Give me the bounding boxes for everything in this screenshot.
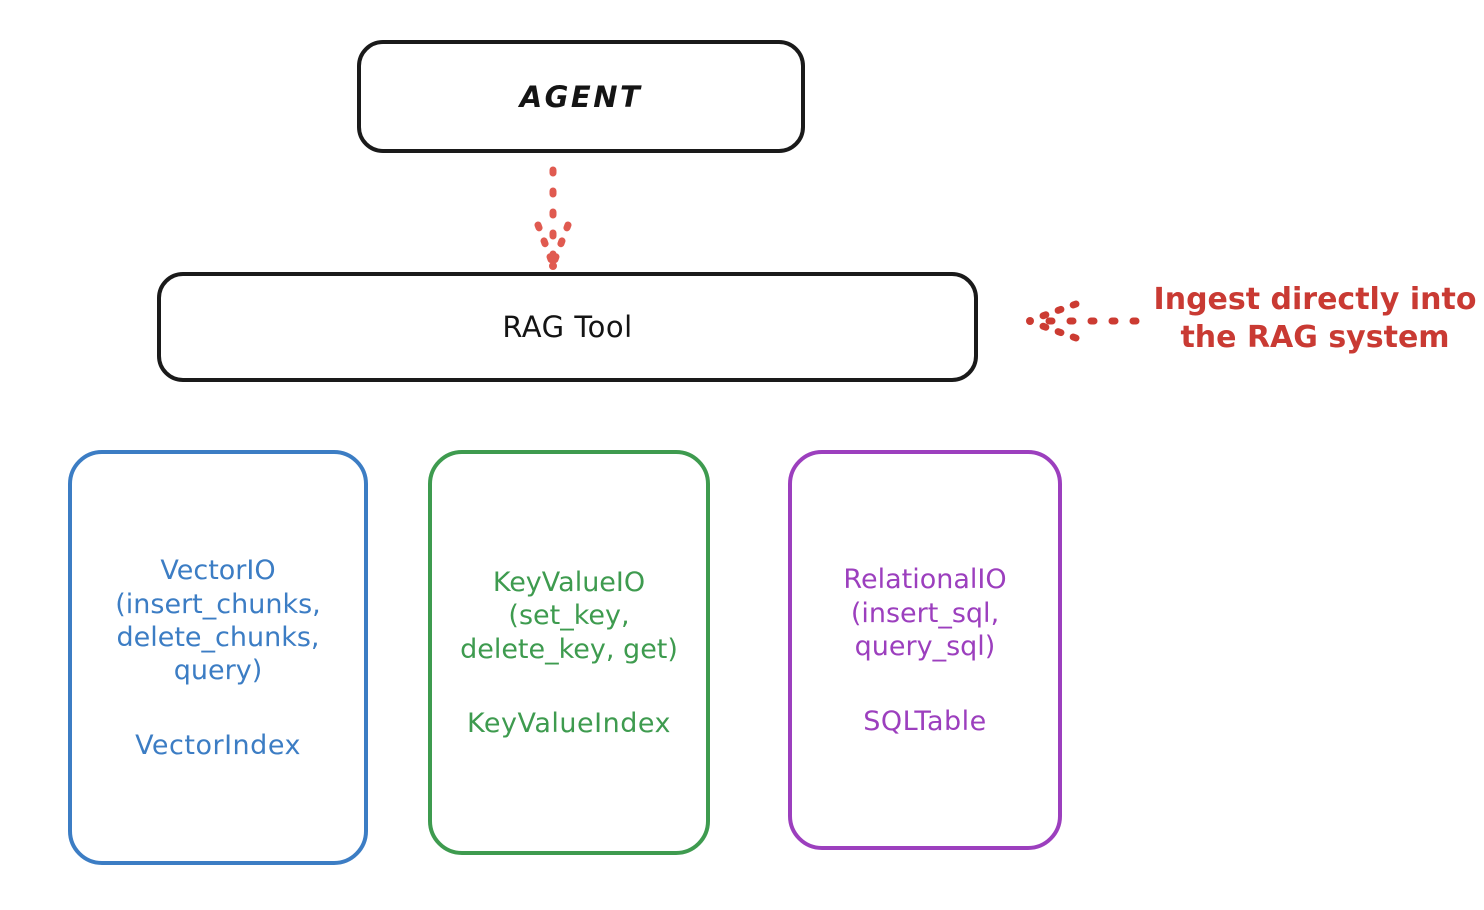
node-agent[interactable]: AGENT [357,40,805,153]
node-key-value-io-api-label: KeyValueIO (set_key, delete_key, get) [460,566,678,665]
node-vector-io-api-label: VectorIO (insert_chunks, delete_chunks, … [115,555,321,687]
node-rag-tool[interactable]: RAG Tool [157,272,978,382]
arrow-ingest-to-rag-tool [1026,300,1140,342]
node-key-value-io-index-label: KeyValueIndex [467,708,671,740]
node-vector-io[interactable]: VectorIO (insert_chunks, delete_chunks, … [68,450,368,865]
arrow-agent-to-rag-tool [534,166,572,270]
annotation-ingest-directly: Ingest directly into the RAG system [1153,282,1477,356]
node-relational-io-api-label: RelationalIO (insert_sql, query_sql) [843,564,1007,663]
node-relational-io[interactable]: RelationalIO (insert_sql, query_sql) SQL… [788,450,1062,850]
node-key-value-io[interactable]: KeyValueIO (set_key, delete_key, get) Ke… [428,450,710,855]
node-relational-io-index-label: SQLTable [863,705,987,737]
node-agent-label: AGENT [519,79,643,114]
node-rag-tool-label: RAG Tool [502,310,633,344]
node-vector-io-index-label: VectorIndex [135,729,301,761]
